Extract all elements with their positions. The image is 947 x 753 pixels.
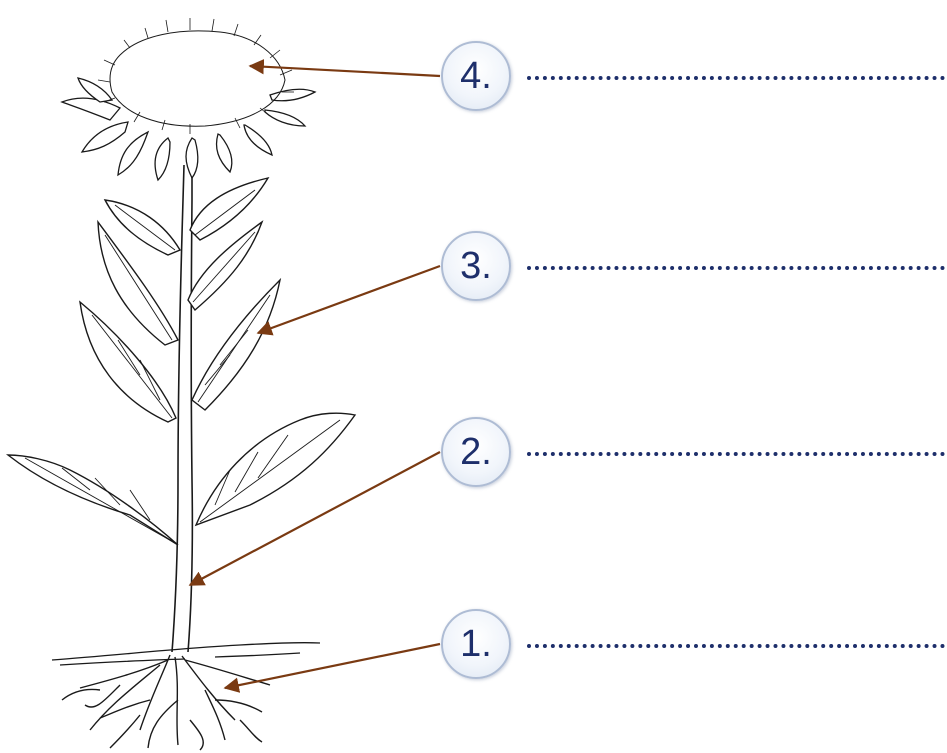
answer-line-2[interactable] xyxy=(527,452,945,456)
flower-head xyxy=(62,78,315,180)
label-badge-4: 4. xyxy=(441,41,511,111)
arrow-root xyxy=(225,644,440,688)
answer-line-3[interactable] xyxy=(527,266,945,270)
label-number-2: 2. xyxy=(460,431,492,474)
flower-disk xyxy=(98,18,294,134)
label-number-3: 3. xyxy=(460,245,492,288)
label-number-1: 1. xyxy=(460,623,492,666)
stem xyxy=(172,165,192,652)
answer-line-1[interactable] xyxy=(527,644,945,648)
answer-line-4[interactable] xyxy=(527,76,945,80)
label-badge-3: 3. xyxy=(441,231,511,301)
arrow-leaf xyxy=(258,266,440,333)
roots xyxy=(62,655,270,750)
label-badge-2: 2. xyxy=(441,417,511,487)
label-badge-1: 1. xyxy=(441,609,511,679)
arrow-flower xyxy=(250,66,440,76)
label-number-4: 4. xyxy=(460,55,492,98)
